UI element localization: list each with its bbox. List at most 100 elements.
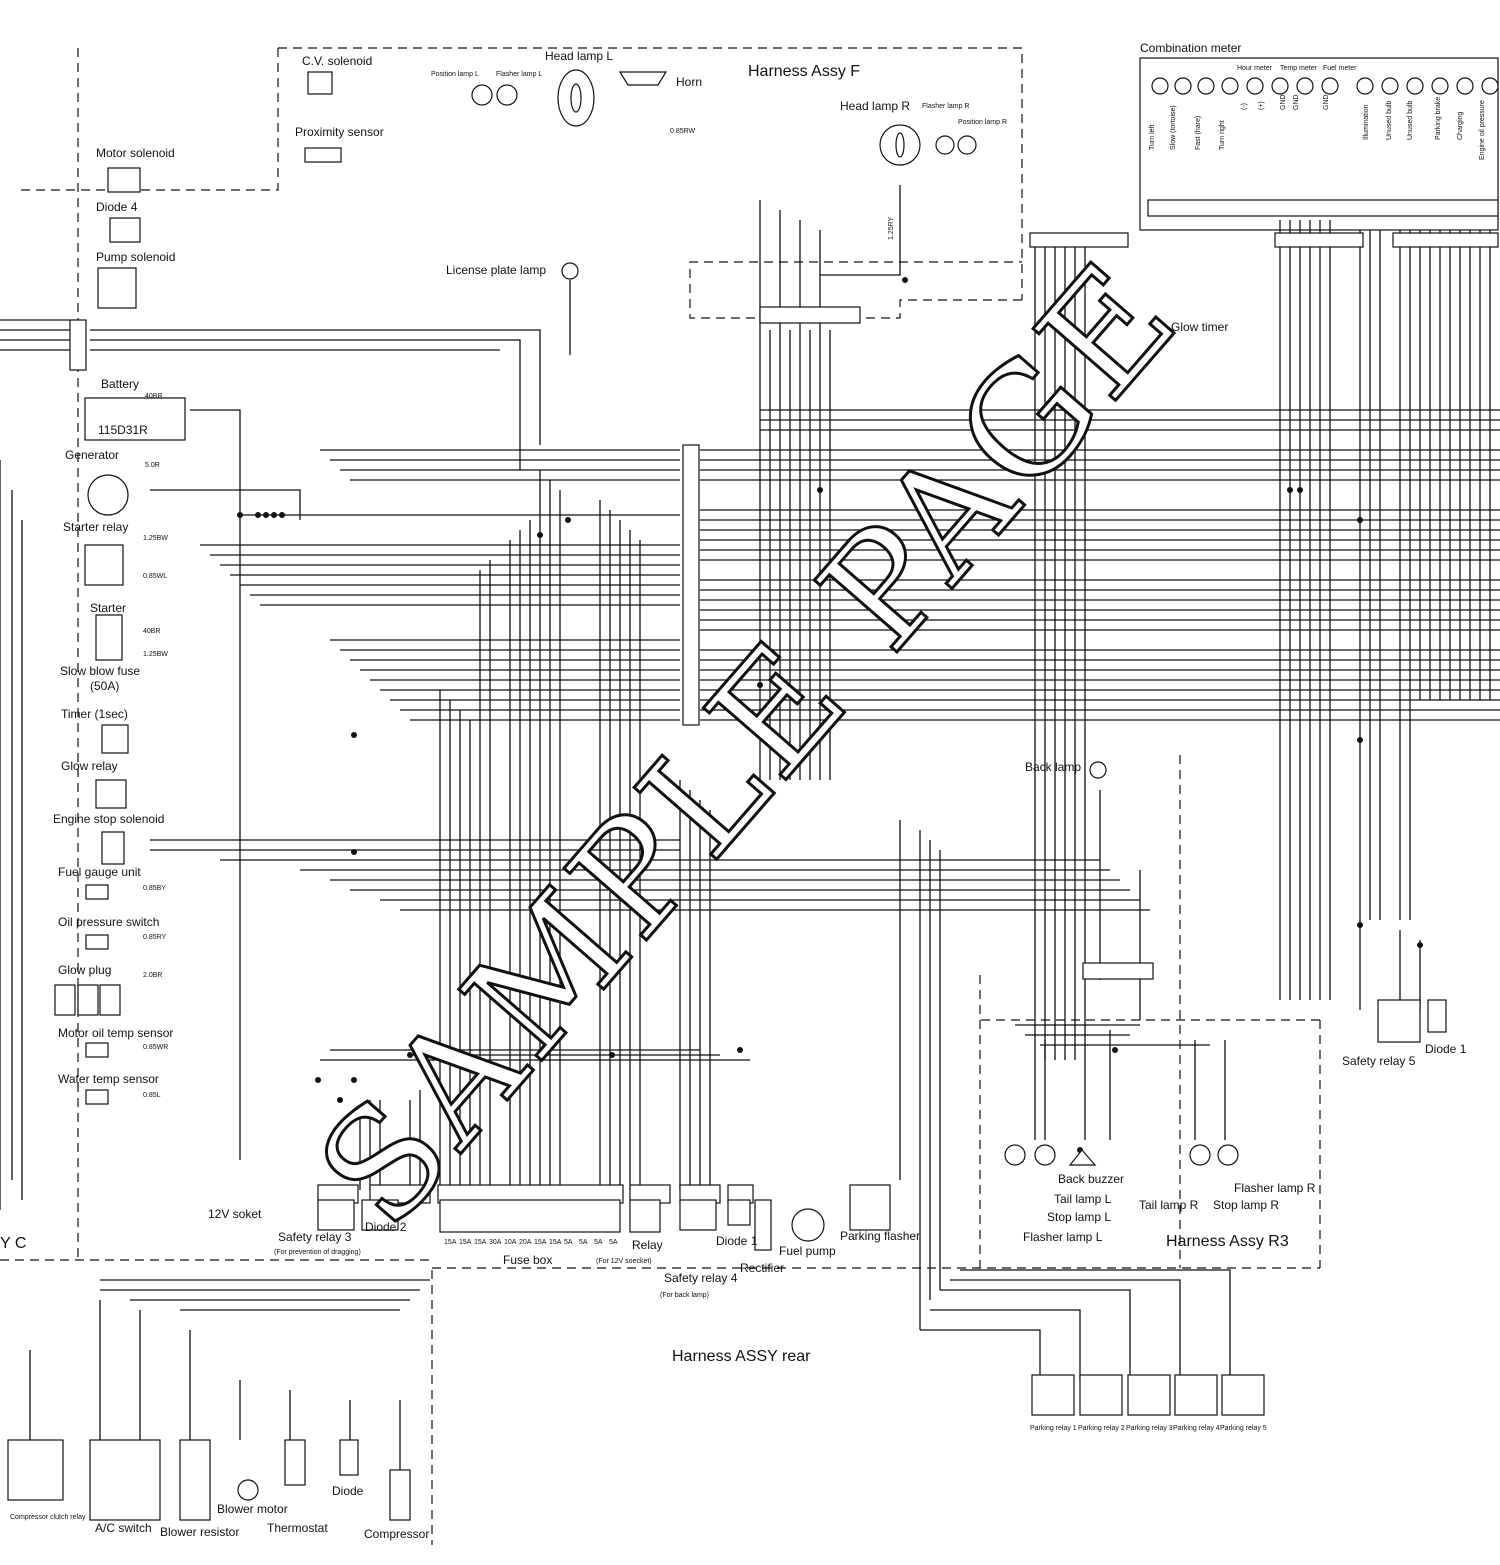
fuel-gauge-label: Fuel gauge unit (58, 865, 141, 879)
stop-lamp-r-label: Stop lamp R (1213, 1198, 1279, 1212)
wire-code: 0.85WL (143, 573, 167, 580)
parking-relay-labels: Parking relay 1 Parking relay 2 Parking … (1030, 1425, 1267, 1432)
proximity-sensor-label: Proximity sensor (295, 125, 384, 139)
top-lamps (304, 69, 1107, 779)
wire-code: 0.85RW (670, 128, 696, 135)
diode2-label: Diode 2 (365, 1220, 407, 1234)
meter-label: (+) (1258, 101, 1265, 110)
junction-dots (237, 277, 1423, 1153)
tail-lamp-l-label: Tail lamp L (1054, 1192, 1112, 1206)
wire-code: 40BR (143, 628, 161, 635)
fuse-box-label: Fuse box (503, 1253, 552, 1267)
pump-solenoid-label: Pump solenoid (96, 250, 175, 264)
meter-labels: Turn left Slow (tortoise) Fast (hare) Tu… (1149, 94, 1486, 160)
fuse-rating: 15A (549, 1239, 562, 1246)
meter-label: GND (1323, 94, 1330, 110)
meter-label: Fast (hare) (1195, 116, 1202, 150)
diode1-mid-label: Diode 1 (716, 1234, 758, 1248)
bottom-symbols (7, 999, 1447, 1521)
water-temp-label: Water temp sensor (58, 1072, 159, 1086)
back-lamp-label: Back lamp (1025, 760, 1081, 774)
timer-label: Timer (1sec) (61, 707, 128, 721)
fuse-rating: 5A (609, 1239, 618, 1246)
parking-relay-label: Parking relay 1 (1030, 1425, 1077, 1432)
blower-motor-label: Blower motor (217, 1502, 288, 1516)
cv-solenoid-label: C.V. solenoid (302, 54, 372, 68)
flasher-lamp-r-label: Flasher lamp R (922, 103, 969, 110)
harness-front-label: Harness Assy F (748, 63, 860, 80)
fuse-rating: 15A (534, 1239, 547, 1246)
meter-label: Turn left (1149, 125, 1156, 150)
fuse-rating: 30A (489, 1239, 502, 1246)
glow-plug-label: Glow plug (58, 963, 111, 977)
thermostat-label: Thermostat (267, 1521, 328, 1535)
meter-label: GND (1280, 94, 1287, 110)
diode1-right-label: Diode 1 (1425, 1042, 1467, 1056)
battery-label: Battery (101, 377, 139, 391)
wire-code: 0.85L (143, 1092, 161, 1099)
head-lamp-l-label: Head lamp L (545, 49, 613, 63)
parking-relay-label: Parking relay 5 (1220, 1425, 1267, 1432)
left-symbols (54, 167, 186, 1105)
combination-meter-label: Combination meter (1140, 41, 1241, 55)
safety-relay4-label: Safety relay 4 (664, 1271, 738, 1285)
wire-code: 0.85WR (143, 1044, 168, 1051)
back-buzzer-label: Back buzzer (1058, 1172, 1124, 1186)
parking-relay-label: Parking relay 3 (1126, 1425, 1173, 1432)
fuse-rating: 15A (459, 1239, 472, 1246)
compressor-label: Compressor (364, 1527, 429, 1541)
generator-label: Generator (65, 448, 119, 462)
blower-resistor-label: Blower resistor (160, 1525, 239, 1539)
relay-note: (For 12V soecket) (596, 1258, 652, 1265)
fuse-rating: 5A (579, 1239, 588, 1246)
starter-label: Starter (90, 601, 126, 615)
parking-relay-label: Parking relay 4 (1173, 1425, 1220, 1432)
meter-label: Turn right (1219, 120, 1226, 150)
meter-label: Parking brake (1435, 97, 1442, 140)
license-plate-lamp-label: License plate lamp (446, 263, 546, 277)
safety-relay5-label: Safety relay 5 (1342, 1054, 1416, 1068)
fuse-rating: 15A (444, 1239, 457, 1246)
harness-wires (0, 185, 1500, 1470)
ac-switch-label: A/C switch (95, 1521, 152, 1535)
diode-label: Diode (332, 1484, 364, 1498)
wire-code: 40BR (145, 393, 163, 400)
diode4-label: Diode 4 (96, 200, 138, 214)
meter-label: Unused bulb (1386, 101, 1393, 140)
glow-timer-label: Glow timer (1171, 320, 1228, 334)
fuse-rating: 5A (594, 1239, 603, 1246)
meter-label: Illumination (1363, 104, 1370, 140)
meter-label: Unused bulb (1407, 101, 1414, 140)
flasher-lamp-l2-label: Flasher lamp L (1023, 1230, 1103, 1244)
wire-codes: 40BR 5.0R 1.25BW 0.85WL 40BR 1.25BW 0.85… (143, 128, 895, 1099)
stop-lamp-l-label: Stop lamp L (1047, 1210, 1111, 1224)
meter-label: Charging (1457, 111, 1464, 140)
wire-code: 2.0BR (143, 972, 162, 979)
harness-rear-label: Harness ASSY rear (672, 1348, 811, 1365)
safety-relay4-note: (For back lamp) (660, 1292, 709, 1299)
safety-relay3-label: Safety relay 3 (278, 1230, 352, 1244)
meter-label: Slow (tortoise) (1170, 105, 1177, 150)
compressor-clutch-relay-label: Compressor clutch relay (10, 1514, 86, 1521)
temp-meter-label: Temp meter (1280, 65, 1318, 72)
rectifier-label: Rectifier (740, 1261, 784, 1275)
safety-relay3-note: (For prevention of dragging) (274, 1249, 361, 1256)
meter-label: (-) (1241, 103, 1248, 110)
wire-code: 5.0R (145, 462, 160, 469)
wire-code: 1.25BW (143, 651, 168, 658)
fuse-ratings: 15A 15A 15A 30A 10A 20A 15A 15A 5A 5A 5A… (444, 1239, 618, 1246)
flasher-lamp-l-label: Flasher lamp L (496, 71, 542, 78)
horn-label: Horn (676, 75, 702, 89)
flasher-lamp-r2-label: Flasher lamp R (1234, 1181, 1316, 1195)
harness-c-label: Y C (0, 1235, 26, 1252)
sample-page-watermark: SAMPLE PAGE (286, 229, 1213, 1259)
fuel-meter-label: Fuel meter (1323, 65, 1357, 72)
parking-relay-label: Parking relay 2 (1078, 1425, 1125, 1432)
wire-code: 0.85RY (143, 934, 167, 941)
meter-label: Engine oil pressure (1479, 100, 1486, 160)
slow-blow-fuse-label: Slow blow fuse (60, 664, 140, 678)
harness-r3-label: Harness Assy R3 (1166, 1233, 1289, 1250)
fuse-rating: 10A (504, 1239, 517, 1246)
socket-label: 12V soket (208, 1207, 262, 1221)
